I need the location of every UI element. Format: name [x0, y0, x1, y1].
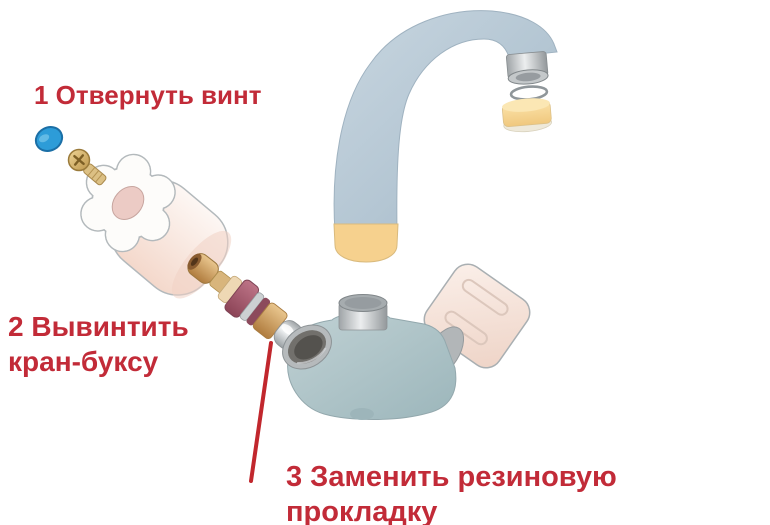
spout-gasket — [501, 98, 553, 133]
spout-port — [338, 294, 388, 331]
cap-body — [34, 126, 64, 152]
cartridge-opening — [282, 324, 332, 370]
port-top-face — [344, 297, 382, 309]
index-cap — [34, 126, 64, 152]
handle-screw — [67, 148, 107, 186]
stem-hole — [190, 257, 199, 266]
aerator — [505, 51, 549, 85]
spout-base-gasket — [333, 223, 399, 263]
pointer-line-step3 — [249, 341, 273, 483]
faucet-body-group — [282, 263, 531, 420]
label-step2: 2 Вывинтить кран-буксу — [8, 311, 189, 377]
label-step1: 1 Отвернуть винт — [34, 80, 262, 110]
valve-cartridge — [187, 253, 303, 350]
spout — [333, 10, 558, 263]
side-handle-groove-top — [461, 278, 509, 316]
screw-cross-slot — [73, 154, 85, 166]
spout-arc — [333, 10, 558, 233]
gasket-top — [502, 98, 550, 112]
label-step3: 3 Заменить резиновую прокладку — [286, 461, 617, 525]
body-bottom-nub — [350, 408, 374, 420]
cartridge-dark-ring — [246, 297, 271, 326]
opening-highlight — [297, 347, 327, 365]
washer-highlight — [281, 324, 294, 335]
aerator-outlet-hole — [515, 72, 541, 82]
opening-hole — [294, 335, 323, 360]
knob-screw-hole — [111, 186, 145, 220]
cap-highlight — [38, 134, 50, 143]
